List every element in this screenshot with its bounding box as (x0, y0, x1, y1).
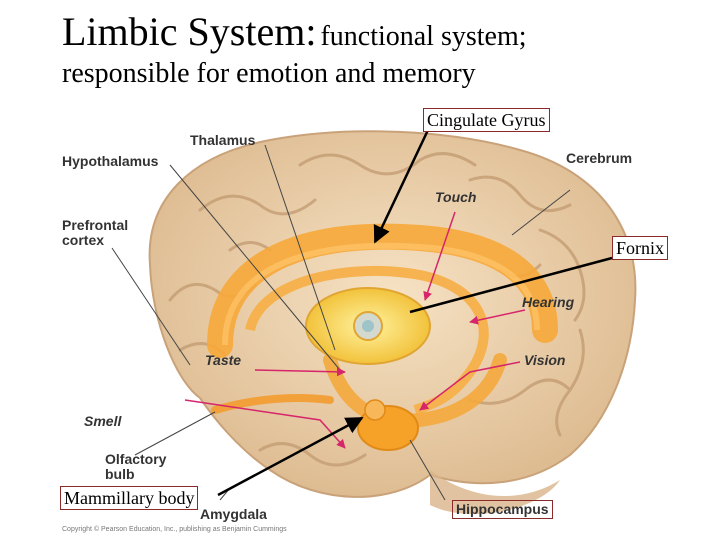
label-mammillary-body: Mammillary body (60, 486, 199, 510)
label-cerebrum: Cerebrum (566, 150, 633, 166)
fornix-shape (245, 265, 489, 415)
cingulate-gyrus-arrow (373, 129, 430, 244)
label-amygdala: Amygdala (200, 506, 267, 522)
sensory-arrows (184, 211, 526, 449)
label-fornix: Fornix (612, 236, 669, 260)
slide-title: Limbic System: functional system; (62, 8, 527, 55)
label-hypothalamus: Hypothalamus (62, 153, 159, 169)
label-prefrontal-line1: Prefrontal (62, 217, 129, 233)
fornix-arrow (409, 256, 613, 314)
label-thalamus: Thalamus (190, 132, 256, 148)
copyright-text: Copyright © Pearson Education, Inc., pub… (62, 526, 287, 533)
olfactory-bulb-shape (211, 394, 334, 414)
slide-subtitle: responsible for emotion and memory (62, 58, 476, 89)
mammillary-body-shape (364, 399, 386, 421)
mammillary-body-arrow (217, 416, 364, 497)
label-hippocampus: Hippocampus (452, 500, 553, 519)
title-main: Limbic System: (62, 9, 317, 54)
label-cingulate-gyrus: Cingulate Gyrus (423, 108, 550, 132)
label-hearing: Hearing (522, 294, 575, 310)
label-prefrontal-line2: cortex (62, 232, 105, 248)
pointer-lines (111, 144, 571, 501)
brainstem-shape (430, 470, 560, 515)
label-olfactory-line2: bulb (105, 466, 135, 482)
label-olfactory-line1: Olfactory (105, 451, 167, 467)
label-smell: Smell (84, 413, 122, 429)
label-vision: Vision (524, 352, 566, 368)
title-rest: functional system; (320, 21, 527, 52)
hippocampus-shape (323, 353, 507, 428)
label-taste: Taste (205, 352, 242, 368)
label-touch: Touch (435, 189, 477, 205)
